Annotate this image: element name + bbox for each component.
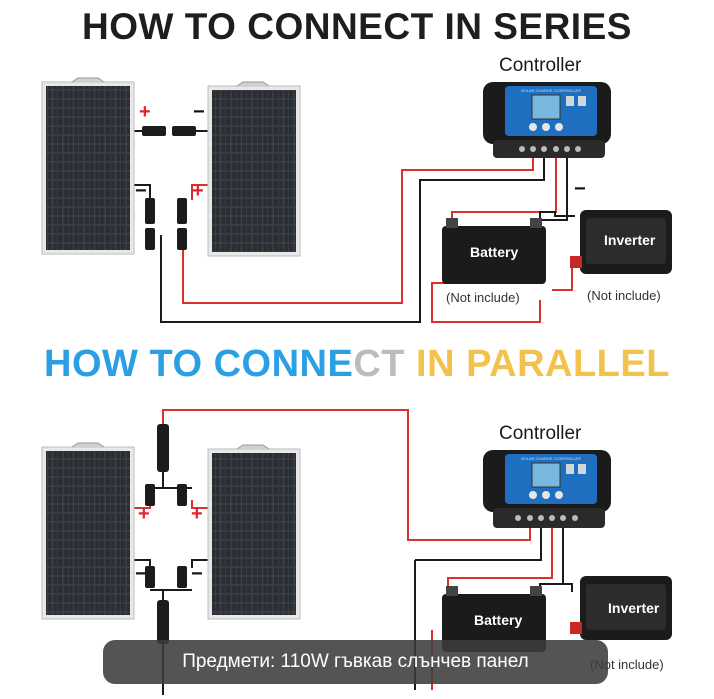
parallel-branch-bottom: [150, 589, 192, 604]
series-mc4-connectors: [142, 126, 196, 250]
parallel-controller-label: Controller: [499, 423, 582, 444]
parallel-right-link: [191, 500, 208, 509]
parallel-right-neg: [191, 559, 208, 568]
parallel-controller-screen-text: SOLAR CHARGE CONTROLLER: [521, 456, 581, 461]
parallel-battery-label: Battery: [474, 612, 523, 628]
series-right-lead: [191, 184, 208, 200]
series-right-panel: [207, 81, 301, 257]
parallel-minus-sign-right: −: [191, 563, 203, 585]
series-title: HOW TO CONNECT IN SERIES: [82, 6, 632, 47]
parallel-neg-to-controller: [415, 528, 542, 561]
parallel-title-part-3: IN PARALLEL: [405, 343, 670, 385]
series-plus-sign-bottom: +: [192, 180, 204, 202]
parallel-battery: [442, 586, 546, 652]
parallel-right-panel: [207, 444, 301, 620]
parallel-battery-positive-wire: [447, 528, 553, 590]
parallel-title-part-2: CT: [353, 343, 405, 385]
parallel-title: HOW TO CONNECT IN PARALLEL: [0, 343, 714, 386]
series-battery-positive-wire: [451, 158, 557, 218]
product-caption: Предмети: 110W гъвкав слънчев панел: [103, 640, 608, 684]
series-plus-sign-top: +: [139, 101, 151, 123]
series-minus-sign-top: −: [193, 101, 205, 123]
series-battery: [442, 218, 546, 284]
parallel-inverter: [570, 576, 672, 640]
parallel-plus-sign-left: +: [138, 503, 150, 525]
series-left-lead: [132, 184, 151, 200]
parallel-controller: [483, 450, 611, 528]
series-left-panel: [41, 77, 135, 255]
parallel-inverter-note: (Not include): [590, 657, 664, 672]
series-negative-wire: [160, 158, 545, 323]
parallel-title-part-1: HOW TO CONNE: [44, 343, 354, 385]
series-positive-wire: [182, 158, 534, 304]
series-inverter-label: Inverter: [604, 232, 656, 248]
series-inverter-negative-wire: [539, 211, 575, 218]
series-inverter-note: (Not include): [587, 288, 661, 303]
series-controller-screen-text: SOLAR CHARGE CONTROLLER: [521, 88, 581, 93]
series-battery-note: (Not include): [446, 290, 520, 305]
parallel-left-panel: [41, 442, 135, 620]
parallel-inverter-neg: [539, 583, 573, 592]
series-battery-label: Battery: [470, 244, 519, 260]
series-inverter: [570, 210, 672, 274]
parallel-inverter-label: Inverter: [608, 600, 660, 616]
parallel-mc4-connectors: [145, 424, 187, 644]
series-controller: [483, 82, 611, 158]
parallel-left-neg: [132, 559, 151, 568]
series-wires: [132, 130, 582, 323]
parallel-minus-sign-left: −: [135, 563, 147, 585]
parallel-plus-sign-right: +: [191, 503, 203, 525]
parallel-positive-wire: [162, 409, 531, 541]
series-minus-sign-bottom: −: [135, 180, 147, 202]
series-minus-sign-inverter: −: [574, 178, 586, 200]
series-controller-label: Controller: [499, 55, 582, 76]
